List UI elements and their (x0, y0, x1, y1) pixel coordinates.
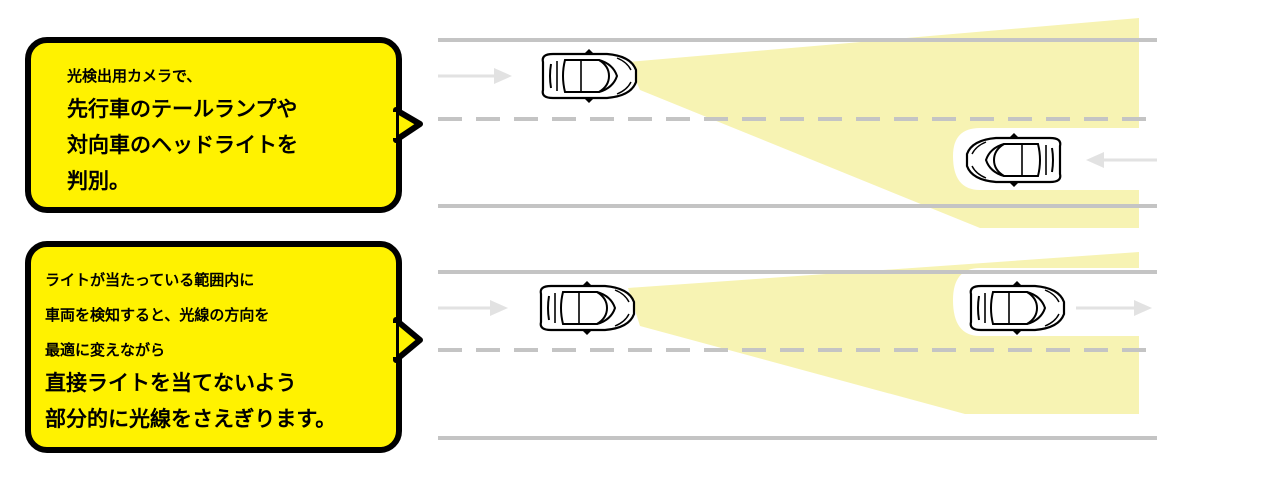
detection-text-line-3: 対向車のヘッドライトを (67, 133, 298, 157)
callout-bubble-detection: 光検出用カメラで、 先行車のテールランプや 対向車のヘッドライトを 判別。 (25, 37, 402, 213)
arrow-right-icon (438, 300, 508, 316)
shading-text-line-5: 部分的に光線をさえぎります。 (45, 407, 337, 431)
shading-text-line-3: 最適に変えながら (45, 341, 166, 359)
arrow-right-icon (1076, 300, 1152, 316)
headlight-beam-1 (628, 18, 1139, 228)
shading-text-line-4: 直接ライトを当てないよう (45, 371, 297, 395)
callout-bubble-shading: ライトが当たっている範囲内に 車両を検知すると、光線の方向を 最適に変えながら … (25, 241, 402, 453)
shading-text-line-2: 車両を検知すると、光線の方向を (45, 306, 270, 324)
headlight-beam-2 (628, 252, 1139, 414)
own-car-icon (539, 280, 636, 336)
preceding-car-icon (969, 280, 1066, 336)
arrow-right-icon (438, 68, 512, 84)
detection-text-line-1: 光検出用カメラで、 (67, 67, 202, 85)
bubble-tails (390, 107, 423, 363)
oncoming-car-icon (965, 132, 1062, 188)
arrow-left-icon (1086, 152, 1157, 168)
detection-text-line-4: 判別。 (67, 169, 130, 193)
shading-text-line-1: ライトが当たっている範囲内に (45, 271, 255, 289)
own-car-icon (541, 48, 638, 104)
detection-text-line-2: 先行車のテールランプや (67, 97, 298, 121)
